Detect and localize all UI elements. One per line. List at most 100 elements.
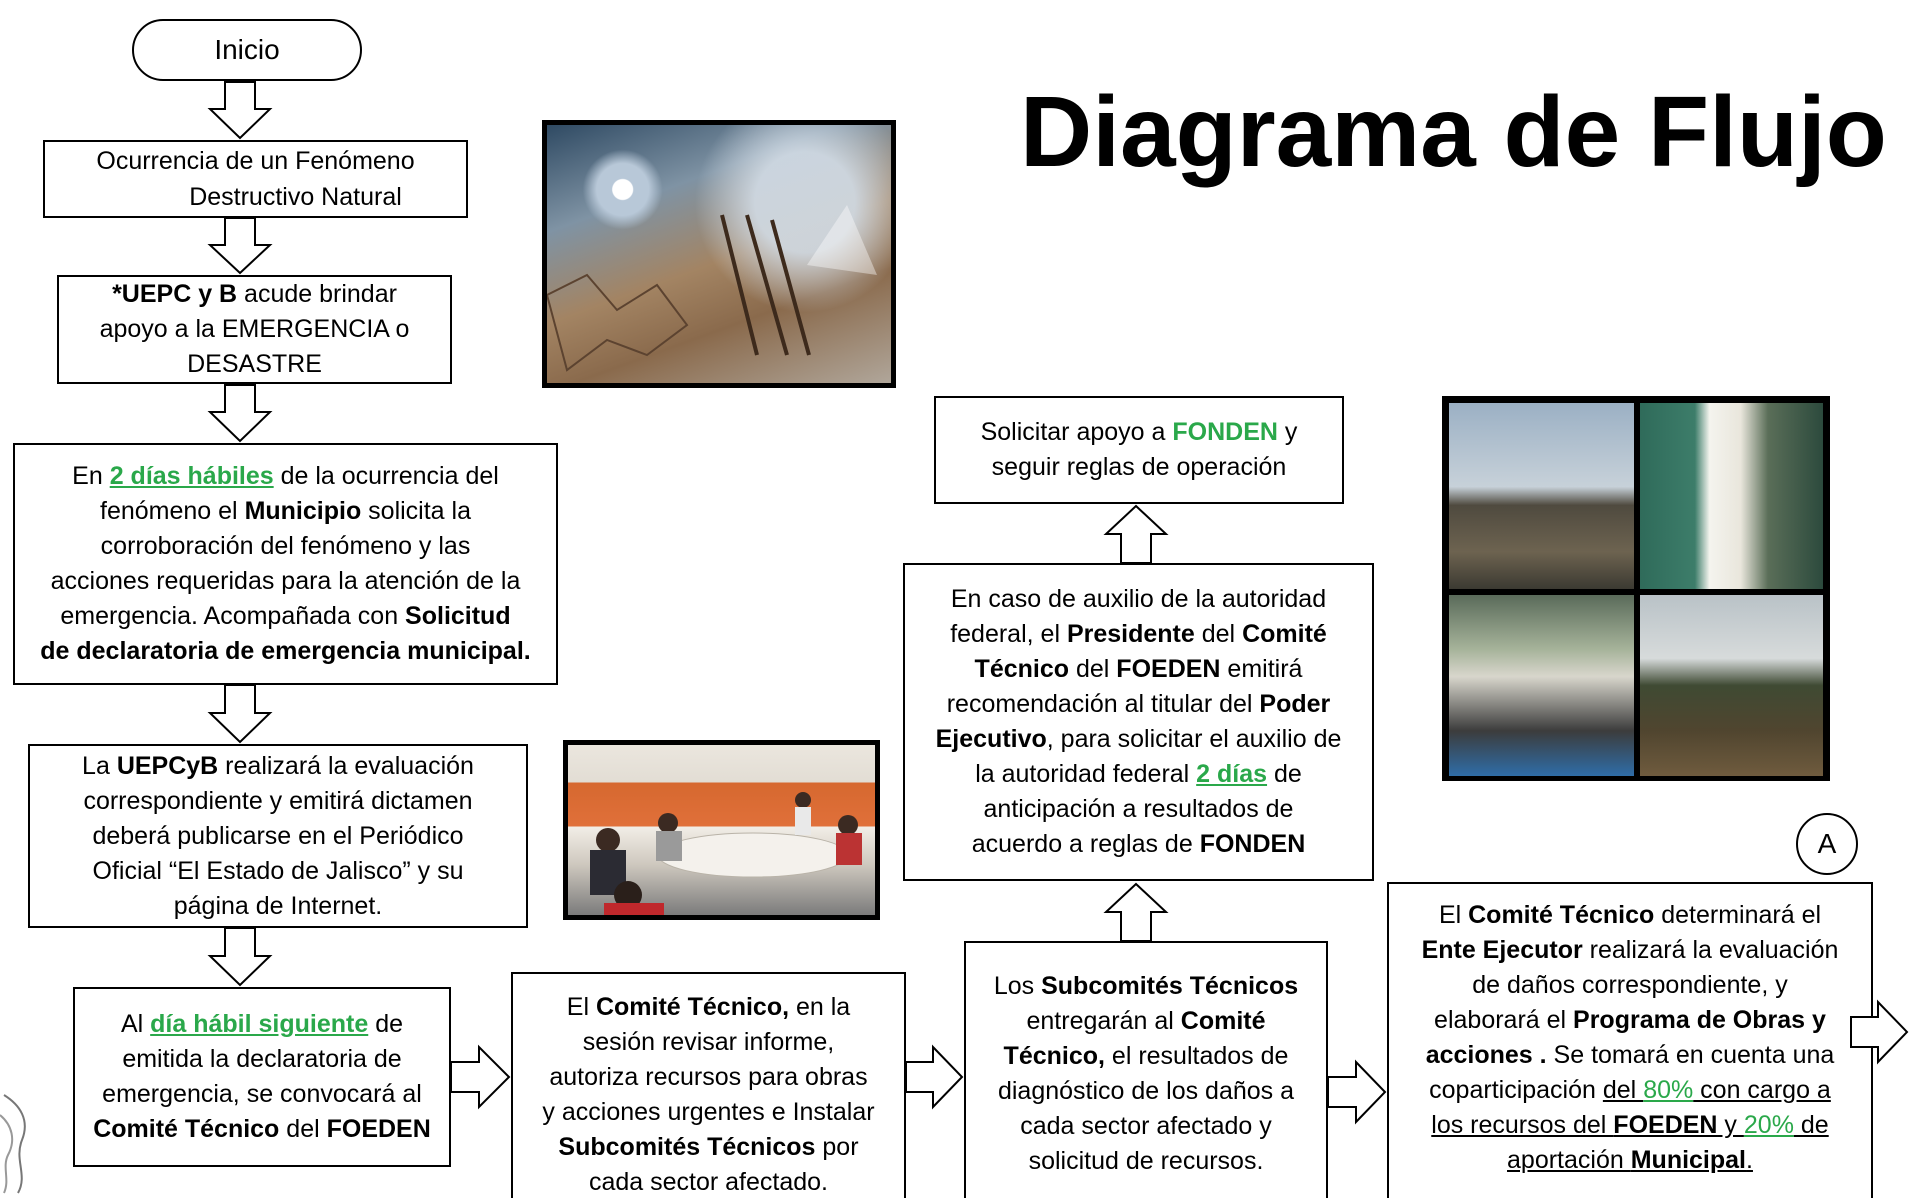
highlight-text: 2 días [1196,760,1268,788]
step-text: coparticipación [1429,1076,1603,1104]
step-text: DESASTRE [187,350,322,378]
step-text: los recursos del [1431,1111,1614,1139]
arrow-down-icon [207,217,273,275]
step-text: Presidente [1066,620,1195,648]
step-text: Los [993,972,1042,1000]
flooded-street-photo [1449,403,1634,589]
page-title: Diagrama de Flujo [1020,76,1887,188]
step-text: correspondiente y emitirá dictamen [83,786,473,815]
step-comite-sesion-box: El Comité Técnico, en la sesión revisar … [511,972,906,1198]
arrow-right-icon [450,1044,511,1110]
step-text: Ocurrencia de un Fenómeno [96,147,415,175]
step-text: Comité Técnico, [595,993,790,1021]
step-uepc-box: *UEPC y B acude brindar apoyo a la EMERG… [57,275,452,384]
step-text: de [368,1010,404,1038]
step-text: *UEPC y B [112,280,238,308]
step-fonden-box: Solicitar apoyo a FONDEN y seguir reglas… [934,396,1344,504]
step-text: Comité Técnico [93,1115,280,1143]
step-text: . [1746,1146,1753,1174]
step-text: Subcomités Técnicos [1041,972,1299,1000]
meeting-photo [563,740,880,920]
step-text: y [1717,1111,1744,1139]
step-text: página de Internet. [173,891,383,920]
step-text: el resultados de [1104,1042,1289,1070]
step-text: del [1194,620,1243,648]
connector-a: A [1796,813,1858,875]
step-text: Municipio [244,497,362,525]
arrow-down-icon [207,81,273,140]
step-text: federal, el [950,620,1067,648]
step-text: determinará el [1654,901,1822,929]
step-text: solicitud de recursos. [1028,1147,1264,1175]
step-text: Destructivo Natural [189,183,402,211]
damaged-site-photo [1449,595,1634,776]
step-evaluacion-box: La UEPCyB realizará la evaluación corres… [28,744,528,928]
step-text: , para solicitar el auxilio de [1046,725,1342,753]
step-text: elaborará el [1434,1006,1574,1034]
step-text: diagnóstico de los daños a [997,1077,1295,1105]
step-text: realizará la evaluación [218,751,474,780]
step-text: del [1602,1076,1644,1104]
start-label: Inicio [214,34,280,65]
step-text: seguir reglas de operación [991,453,1287,481]
step-text: acciones . [1425,1041,1547,1069]
step-text: del [279,1115,327,1143]
step-text: corroboración del fenómeno y las [100,532,471,560]
step-presidente-box: En caso de auxilio de la autoridad feder… [903,563,1374,881]
step-text: Poder [1259,690,1331,718]
step-text: Solicitud [405,602,511,630]
step-text: cada sector afectado. [588,1168,829,1196]
step-text: Ente Ejecutor [1421,936,1583,964]
arrow-down-icon [207,384,273,443]
step-text: aportación [1507,1146,1631,1174]
step-text: Técnico, [1003,1042,1105,1070]
arrow-right-icon [905,1044,964,1110]
step-text: autoriza recursos para obras [549,1063,868,1091]
step-text: Se tomará en cuenta una [1546,1041,1835,1069]
arrow-up-icon [1103,504,1169,564]
step-text: FOEDEN [326,1115,431,1143]
step-text: Comité Técnico [1468,901,1655,929]
step-text: de [1267,760,1302,788]
step-fenomeno-box: Ocurrencia de un Fenómeno Destructivo Na… [43,140,468,218]
step-text: deberá publicarse en el Periódico [92,821,464,850]
step-text: Comité [1242,620,1327,648]
step-text: entregarán al [1026,1007,1181,1035]
step-text: FOEDEN [1116,655,1221,683]
step-text: anticipación a resultados de [983,795,1294,823]
arrow-right-icon [1327,1059,1387,1125]
step-text: Comité [1180,1007,1266,1035]
step-text: de la ocurrencia del [273,462,499,490]
field-inspection-collage [1442,396,1830,781]
step-text: emergencia, se convocará al [102,1080,422,1108]
step-text: con cargo a [1693,1076,1831,1104]
step-text: Oficial “El Estado de Jalisco” y su [92,856,464,885]
step-text: FONDEN [1199,830,1306,858]
step-text: UEPCyB [116,751,219,780]
highlight-text: FONDEN [1172,418,1278,446]
step-text: en la [789,993,851,1021]
arrow-up-icon [1103,882,1169,942]
highlight-text: día hábil siguiente [150,1010,369,1038]
step-text: emitirá [1220,655,1303,683]
step-subcomites-box: Los Subcomités Técnicos entregarán al Co… [964,941,1328,1198]
step-text: y acciones urgentes e Instalar [542,1098,875,1126]
connector-label: A [1817,828,1837,859]
house-visit-photo [1640,403,1823,589]
step-text: de declaratoria de emergencia municipal. [40,637,531,665]
step-text: de daños correspondiente, y [1472,971,1788,999]
disaster-collage-image [542,120,896,388]
step-text: emitida la declaratoria de [122,1045,402,1073]
step-text: apoyo a la EMERGENCIA o [99,315,410,343]
step-text: Programa de Obras y [1573,1006,1826,1034]
step-text: cada sector afectado y [1020,1112,1272,1140]
step-text: recomendación al titular del [946,690,1260,718]
step-text: fenómeno el [100,497,245,525]
step-text: emergencia. Acompañada con [60,602,406,630]
cracked-ground-icon [547,205,877,372]
highlight-text: 20% [1743,1111,1794,1139]
step-text: la autoridad federal [975,760,1197,788]
step-municipio-box: En 2 días hábiles de la ocurrencia del f… [13,443,558,685]
step-text: de [1793,1111,1829,1139]
step-text: realizará la evaluación [1582,936,1839,964]
